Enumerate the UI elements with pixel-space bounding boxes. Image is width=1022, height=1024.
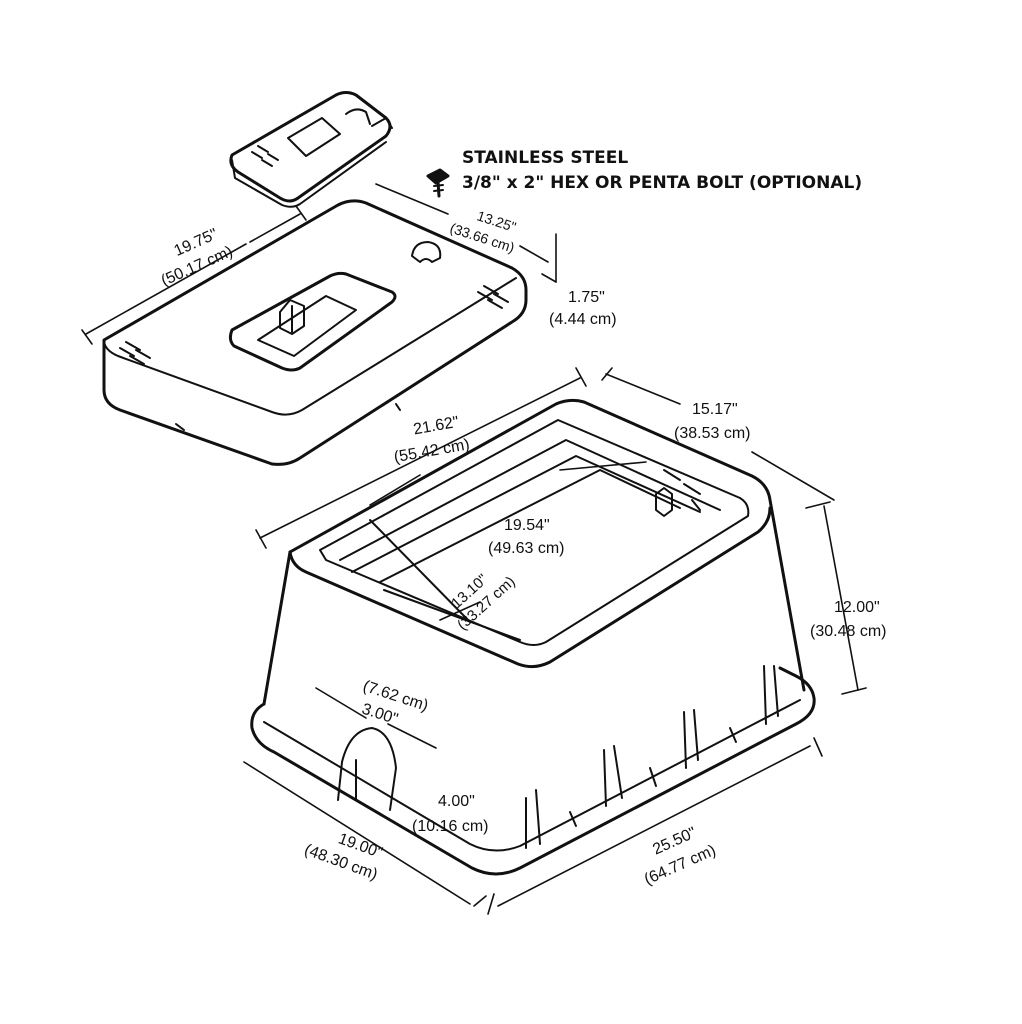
note-line-1: STAINLESS STEEL: [462, 148, 628, 168]
dim-lid-height: 1.75" (4.44 cm): [549, 289, 617, 328]
lid-drawing: [102, 199, 528, 466]
dim-opening-width: 13.10" (33.27 cm): [448, 571, 519, 634]
dimension-lines: [81, 183, 867, 915]
dim-top-width: 15.17" (38.53 cm): [674, 401, 750, 442]
body-height-metric: (30.48 cm): [810, 623, 886, 640]
note-line-2: 3/8" x 2" HEX OR PENTA BOLT (OPTIONAL): [462, 173, 862, 193]
dim-body-height: 12.00" (30.48 cm): [810, 599, 886, 640]
dim-opening-length: 19.54" (49.63 cm): [488, 517, 564, 557]
top-length-imperial: 21.62": [412, 414, 460, 439]
dim-lid-width: 13.25" (33.66 cm): [448, 207, 518, 255]
opening-length-metric: (49.63 cm): [488, 540, 564, 557]
top-width-metric: (38.53 cm): [674, 425, 750, 442]
cutout-height-metric: (10.16 cm): [412, 818, 488, 835]
lid-height-metric: (4.44 cm): [549, 311, 617, 328]
dim-cutout-width: (7.62 cm) 3.00": [360, 678, 431, 728]
cutout-height-imperial: 4.00": [438, 793, 475, 810]
top-length-metric: (55.42 cm): [393, 436, 471, 466]
dim-lid-length: 19.75" (50.17 cm): [159, 226, 236, 290]
lid-height-imperial: 1.75": [568, 289, 605, 306]
opening-length-imperial: 19.54": [504, 517, 550, 534]
bolt-note: STAINLESS STEEL 3/8" x 2" HEX OR PENTA B…: [462, 148, 862, 193]
bolt-icon: [426, 168, 450, 198]
lid-insert-drawing: [229, 91, 393, 208]
dim-base-width: 19.00" (48.30 cm): [302, 830, 385, 883]
box-body-drawing: [250, 398, 816, 876]
dim-cutout-height: 4.00" (10.16 cm): [412, 793, 488, 835]
top-width-imperial: 15.17": [692, 401, 738, 418]
body-height-imperial: 12.00": [834, 599, 880, 616]
